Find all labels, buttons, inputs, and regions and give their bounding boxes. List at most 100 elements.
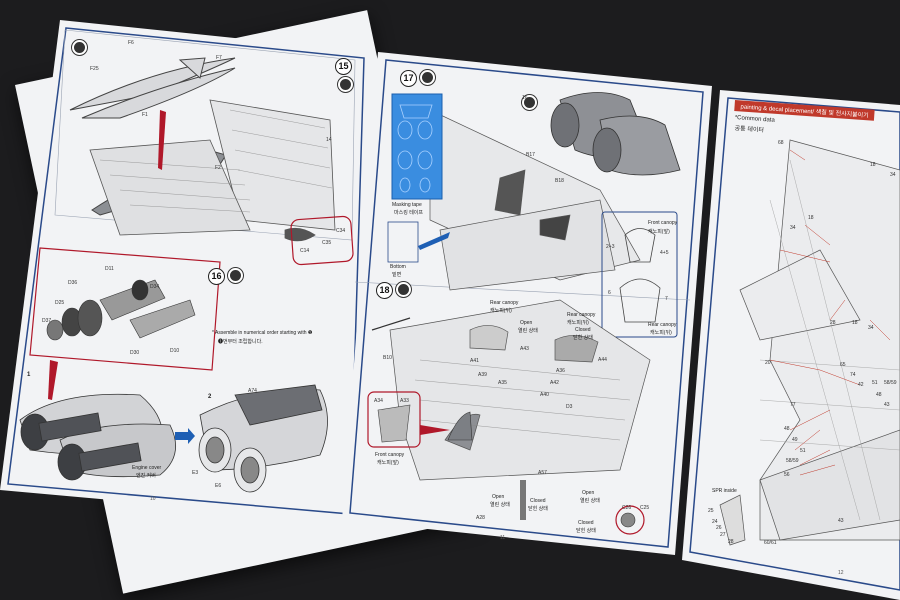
decal-callout: 28 <box>830 320 836 326</box>
front-canopy-label-ko: 캐노피(앞) <box>648 229 670 235</box>
decal-callout: 58/59 <box>884 380 897 386</box>
decal-callout: 20 <box>765 360 771 366</box>
part-label: B10 <box>383 355 392 361</box>
rear-canopy-label-2-ko: 캐노피(뒤) <box>567 320 589 326</box>
closed-label-2-ko: 닫힌 상태 <box>528 506 548 512</box>
part-label: F1 <box>142 112 148 118</box>
decal-callout: 34 <box>890 172 896 178</box>
step-18-number: 18 <box>376 282 393 299</box>
rear-canopy-inset-label-ko: 캐노피(뒤) <box>650 330 672 336</box>
decal-callout: 51 <box>800 448 806 454</box>
spr-inside-label: SPR inside <box>712 488 737 494</box>
decal-callout: 65 <box>840 362 846 368</box>
part-label: B17 <box>526 152 535 158</box>
step-17-number: 17 <box>400 70 417 87</box>
rear-canopy-label-2: Rear canopy <box>567 312 596 318</box>
decal-callout: 24 <box>712 519 718 525</box>
decal-callout: 51 <box>872 380 878 386</box>
masking-tape-label: Masking tape <box>392 202 422 208</box>
glue-icon <box>522 95 537 110</box>
decal-callout: 49 <box>792 437 798 443</box>
closed-label-3-ko: 닫힌 상태 <box>576 528 596 534</box>
part-label: D3 <box>566 404 573 410</box>
part-label: D10 <box>170 348 180 354</box>
part-label: A41 <box>470 358 479 364</box>
part-label: D25 <box>55 300 65 306</box>
decal-callout: 43 <box>838 518 844 524</box>
decal-callout: 18 <box>852 320 858 326</box>
part-label: E6 <box>215 483 222 489</box>
decal-callout: 26 <box>716 525 722 531</box>
part-label: 16 <box>522 95 528 101</box>
glue-icon <box>72 40 87 55</box>
open-label: Open <box>520 320 533 326</box>
open-label-2-ko: 열린 상태 <box>490 502 510 508</box>
common-data-label-ko: 공통 데이터 <box>734 125 765 135</box>
assembly-order-note-ko: ❶번부터 조립합니다. <box>218 339 263 345</box>
inset-number: 6 <box>608 290 611 296</box>
closed-label-ko: 닫힌 상태 <box>573 335 593 341</box>
page-number-right: 12 <box>838 570 844 576</box>
decal-callout: 56 <box>784 472 790 478</box>
part-label: C25 <box>640 505 650 511</box>
part-label: A42 <box>550 380 559 386</box>
part-label: C26 <box>622 505 632 511</box>
page-number-left: 10 <box>150 496 156 502</box>
open-label-3: Open <box>582 490 595 496</box>
glue-icon <box>420 70 435 85</box>
glue-icon <box>228 268 243 283</box>
part-label: F25 <box>90 66 99 72</box>
part-label: D34 <box>150 284 160 290</box>
decal-callout: 27 <box>720 532 726 538</box>
part-label: D30 <box>130 350 140 356</box>
front-canopy-label: Front canopy <box>648 220 678 226</box>
part-label: E3 <box>192 470 199 476</box>
inset-number: 7 <box>665 296 668 302</box>
part-label: A74 <box>248 388 257 394</box>
part-label: 14 <box>326 137 332 143</box>
decal-callout: 60/61 <box>764 540 777 546</box>
assembly-order-note: * Assemble in numerical order starting w… <box>212 330 313 336</box>
decal-callout: 58/59 <box>786 458 799 464</box>
decal-callout: 43 <box>884 402 890 408</box>
decal-callout: 28 <box>728 539 734 545</box>
rear-canopy-inset-label: Rear canopy <box>648 322 677 328</box>
decal-callout: 18 <box>870 162 876 168</box>
decal-callout: 34 <box>790 225 796 231</box>
part-label: D37 <box>42 318 52 324</box>
closed-label-2: Closed <box>530 498 546 504</box>
part-label: B18 <box>555 178 564 184</box>
masking-tape-label-ko: 마스킹 테이프 <box>394 210 423 216</box>
part-label: C34 <box>336 228 346 234</box>
part-label: F2 <box>215 165 221 171</box>
decal-callout: 77 <box>790 402 796 408</box>
rear-canopy-label: Rear canopy <box>490 300 519 306</box>
part-label: C35 <box>322 240 332 246</box>
decal-callout: 42 <box>858 382 864 388</box>
part-label: A39 <box>478 372 487 378</box>
substep-2: 2 <box>208 394 212 400</box>
engine-cover-label: Engine cover <box>132 465 162 471</box>
open-label-2: Open <box>492 494 505 500</box>
bottom-label: Bottom <box>390 264 406 270</box>
step-15-number: 15 <box>335 58 352 75</box>
decal-callout: 34 <box>868 325 874 331</box>
part-label: A36 <box>556 368 565 374</box>
closed-label: Closed <box>575 327 591 333</box>
decal-callout: 48 <box>784 426 790 432</box>
part-label: A57 <box>538 470 547 476</box>
part-label: D11 <box>105 266 114 272</box>
part-label: A33 <box>400 398 409 404</box>
inset-number: 4+5 <box>660 250 669 256</box>
decal-callout: 25 <box>708 508 714 514</box>
substep-1: 1 <box>27 372 31 378</box>
engine-cover-label-ko: 엔진 커버 <box>136 473 156 479</box>
open-label-ko: 열린 상태 <box>518 328 538 334</box>
open-label-3-ko: 열린 상태 <box>580 498 600 504</box>
glue-icon <box>396 282 411 297</box>
part-label: A28 <box>476 515 485 521</box>
